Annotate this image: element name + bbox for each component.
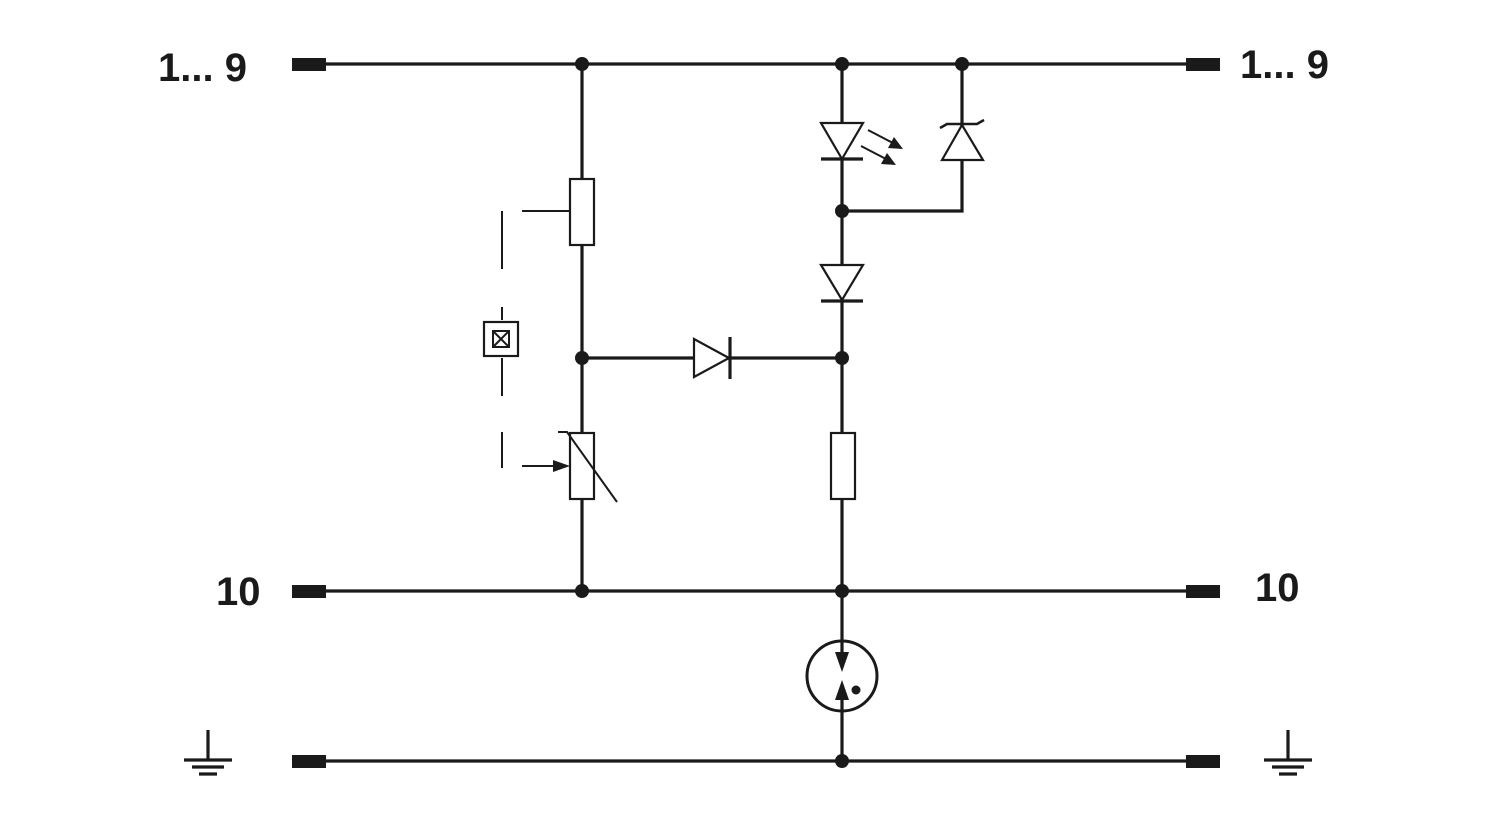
cross-diode	[582, 337, 842, 379]
terminal-pads	[292, 58, 1220, 768]
led-light-arrow-2	[881, 153, 896, 165]
terminal-label-right-mid: 10	[1255, 566, 1300, 610]
junction-node	[835, 584, 849, 598]
thermal-switch-cross-b	[492, 330, 510, 348]
terminal-label-left-mid: 10	[216, 570, 261, 614]
led-light-ray-2	[860, 145, 887, 160]
resistor-symbol	[829, 431, 857, 501]
terminal-pad-right-top	[1186, 58, 1220, 71]
led-light-ray-1	[867, 129, 894, 144]
left-branch	[522, 64, 618, 591]
varistor-arrow-head	[553, 460, 570, 472]
junction-node	[835, 351, 849, 365]
gdt-lower-arrow	[835, 680, 849, 700]
terminal-pad-right-mid	[1186, 585, 1220, 598]
junction-node	[575, 57, 589, 71]
bus-lines	[292, 62, 1218, 763]
gdt-gas-dot	[851, 685, 861, 695]
zener-bypass	[842, 64, 985, 213]
junction-node	[575, 584, 589, 598]
junction-node	[955, 57, 969, 71]
junction-node	[575, 351, 589, 365]
terminal-label-right-top: 1... 9	[1240, 43, 1329, 87]
thermal-switch-inner	[492, 330, 510, 348]
zener-wire	[842, 64, 964, 213]
junction-node	[835, 204, 849, 218]
junction-nodes	[575, 57, 969, 768]
led-light-arrow-1	[888, 137, 903, 149]
zener-bar	[939, 118, 985, 130]
ground-icon	[184, 730, 232, 776]
zener-triangle	[940, 122, 985, 162]
junction-node	[835, 754, 849, 768]
terminal-pad-right-ground	[1186, 755, 1220, 768]
gas-discharge-tube	[805, 591, 879, 761]
terminal-pad-left-top	[292, 58, 326, 71]
junction-node	[835, 57, 849, 71]
cross-diode-triangle	[692, 337, 732, 379]
series-diode-triangle	[819, 263, 865, 303]
gdt-upper-arrow	[835, 652, 849, 672]
terminal-label-left-top: 1... 9	[158, 46, 247, 90]
ground-icon	[1264, 730, 1312, 776]
varistor-slash	[558, 431, 618, 503]
terminal-pad-left-mid	[292, 585, 326, 598]
fuse-symbol	[568, 177, 596, 247]
led-triangle	[819, 121, 865, 162]
terminal-pad-left-ground	[292, 755, 326, 768]
thermal-switch-linkage	[482, 211, 520, 468]
right-branch	[819, 64, 903, 591]
